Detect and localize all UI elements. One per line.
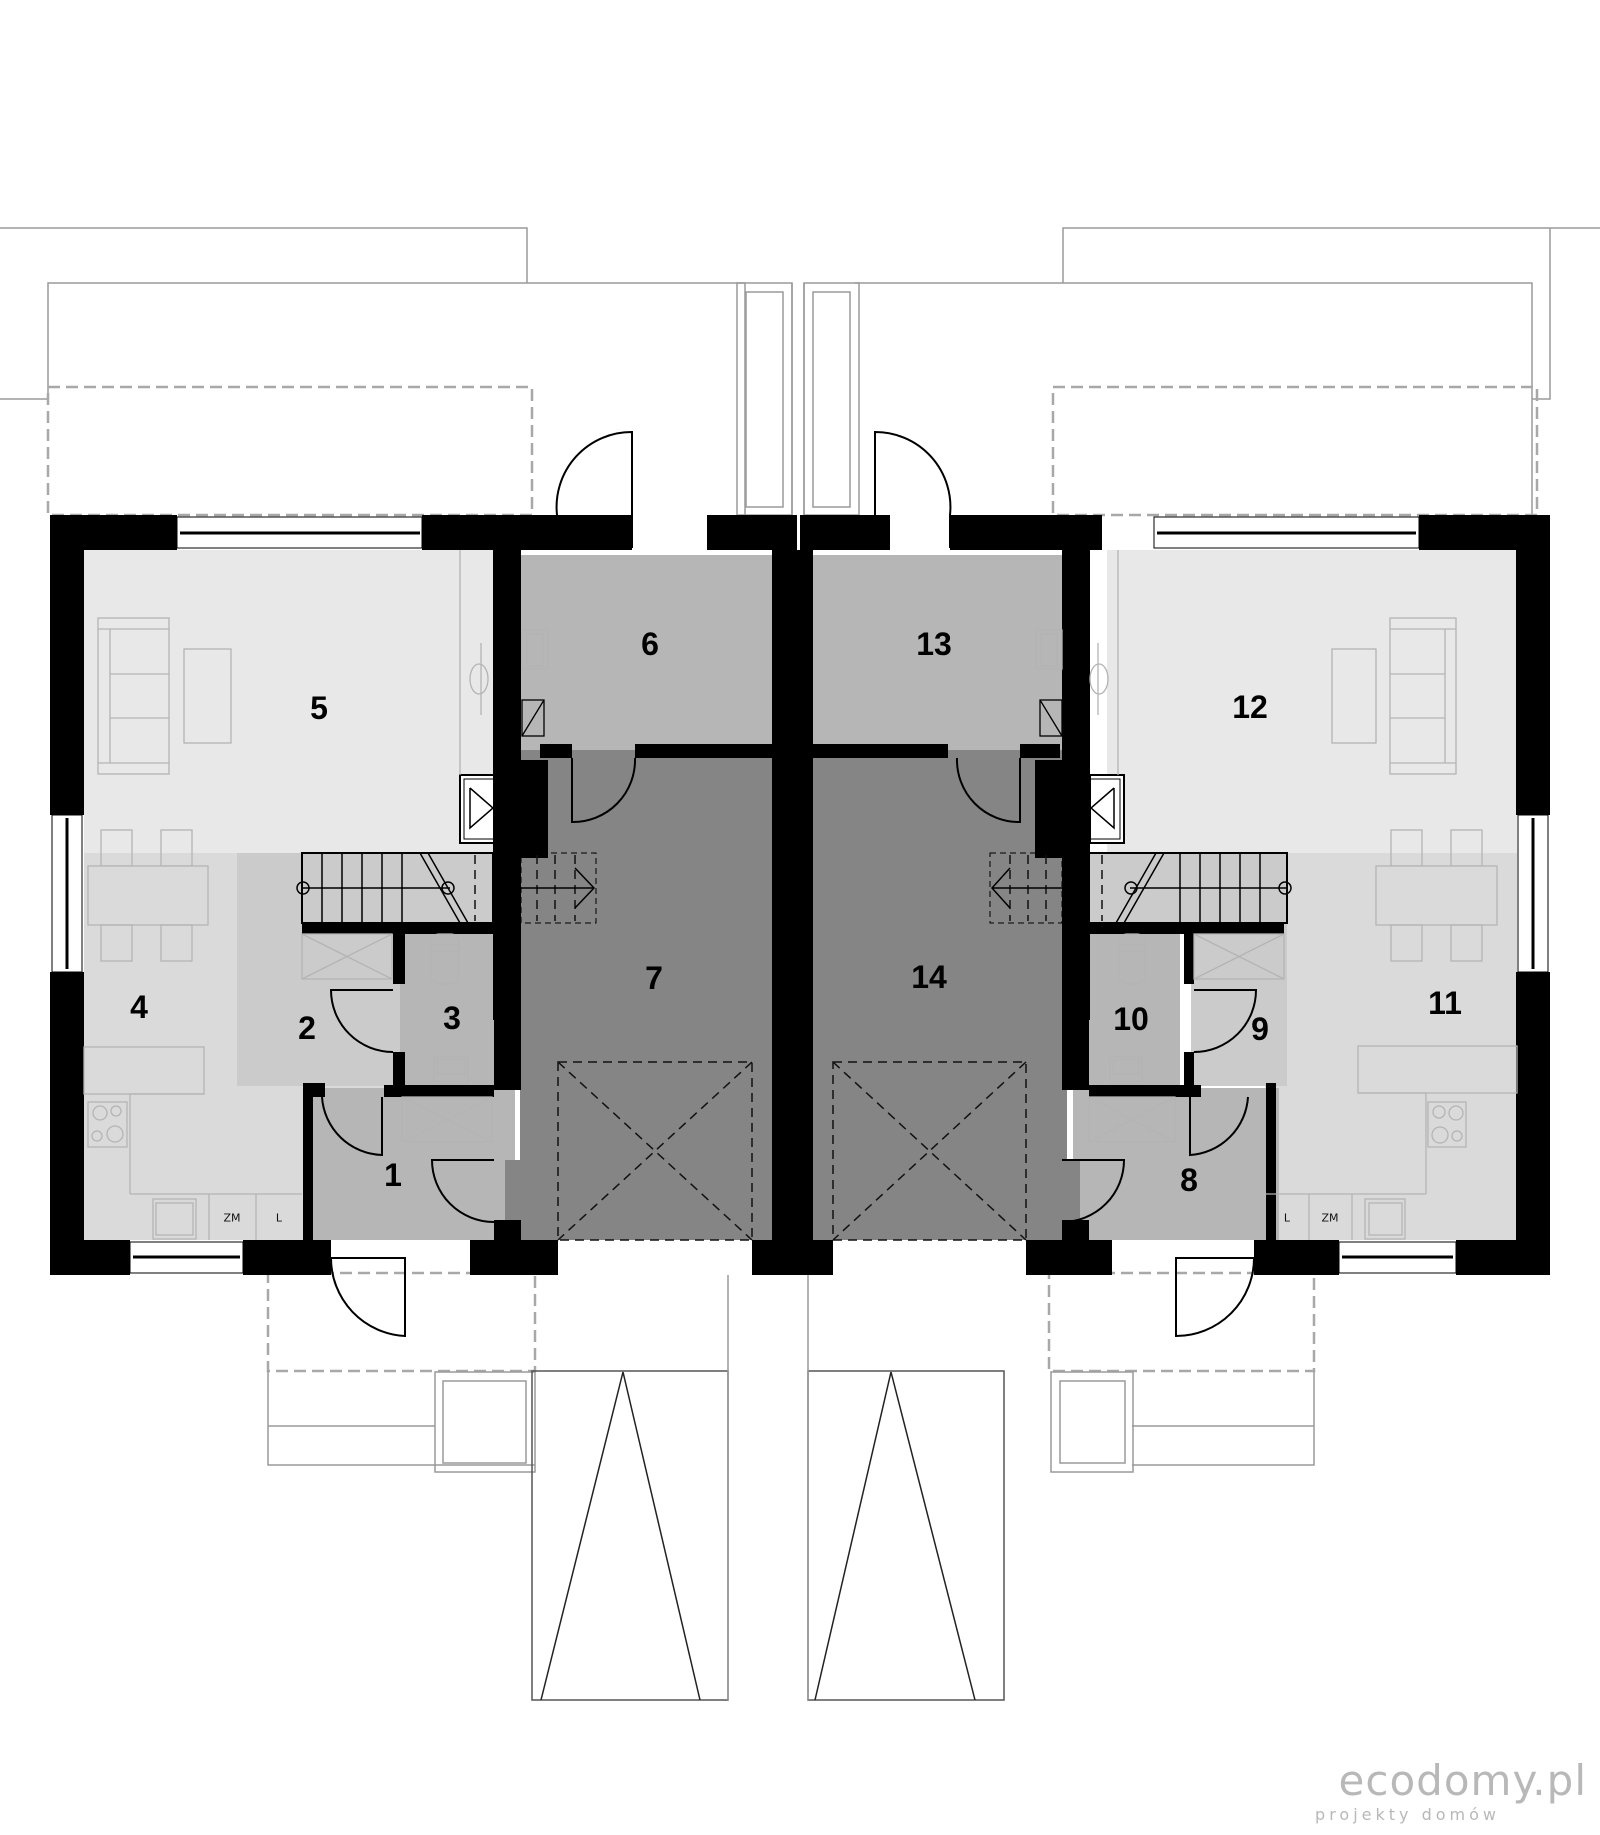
fireplace-right bbox=[1089, 774, 1125, 844]
terrace-left bbox=[46, 385, 534, 517]
room-label-11: 11 bbox=[1428, 985, 1462, 1021]
furniture-right bbox=[1035, 550, 1518, 1240]
room-label-13: 13 bbox=[916, 626, 952, 662]
fridge-label-left: ZM bbox=[223, 1212, 240, 1225]
dishwasher-label-right: L bbox=[1284, 1212, 1291, 1225]
room-label-2: 2 bbox=[298, 1010, 316, 1046]
room-label-14: 14 bbox=[911, 959, 947, 995]
dishwasher-label-left: L bbox=[276, 1212, 283, 1225]
garage-car-right bbox=[832, 1061, 1027, 1241]
terrace-right bbox=[1051, 385, 1539, 517]
floor-fills bbox=[84, 550, 1517, 1240]
doors bbox=[321, 430, 1258, 1338]
entrance-canopy-left bbox=[266, 1271, 537, 1373]
entrance-canopy-right bbox=[1047, 1271, 1316, 1373]
room-labels: 1 2 3 4 5 6 7 8 9 10 11 12 13 14 bbox=[130, 626, 1462, 1198]
driveway-left bbox=[531, 1370, 729, 1701]
room-label-5: 5 bbox=[310, 690, 328, 726]
room-label-9: 9 bbox=[1251, 1011, 1269, 1047]
fridge-label-right: ZM bbox=[1321, 1212, 1338, 1225]
watermark-brand: ecodomy.pl bbox=[1339, 1756, 1587, 1805]
stairs-left bbox=[296, 852, 597, 924]
walls bbox=[50, 515, 1550, 1275]
driveway-right bbox=[807, 1370, 1005, 1701]
room-label-7: 7 bbox=[645, 960, 663, 996]
room-label-1: 1 bbox=[384, 1157, 402, 1193]
room-label-8: 8 bbox=[1180, 1162, 1198, 1198]
garage-car-left bbox=[557, 1061, 753, 1241]
furniture-left bbox=[83, 550, 549, 1240]
stairs-right bbox=[989, 852, 1292, 924]
room-label-3: 3 bbox=[443, 1000, 461, 1036]
watermark-tagline: projekty domów bbox=[1315, 1805, 1500, 1824]
room-label-12: 12 bbox=[1232, 689, 1268, 725]
windows bbox=[51, 516, 1549, 1275]
fireplace-left bbox=[459, 774, 495, 844]
room-label-10: 10 bbox=[1113, 1001, 1149, 1037]
room-label-4: 4 bbox=[130, 989, 148, 1025]
watermark: ecodomy.pl projekty domów bbox=[1315, 1756, 1587, 1824]
room-label-6: 6 bbox=[641, 626, 659, 662]
